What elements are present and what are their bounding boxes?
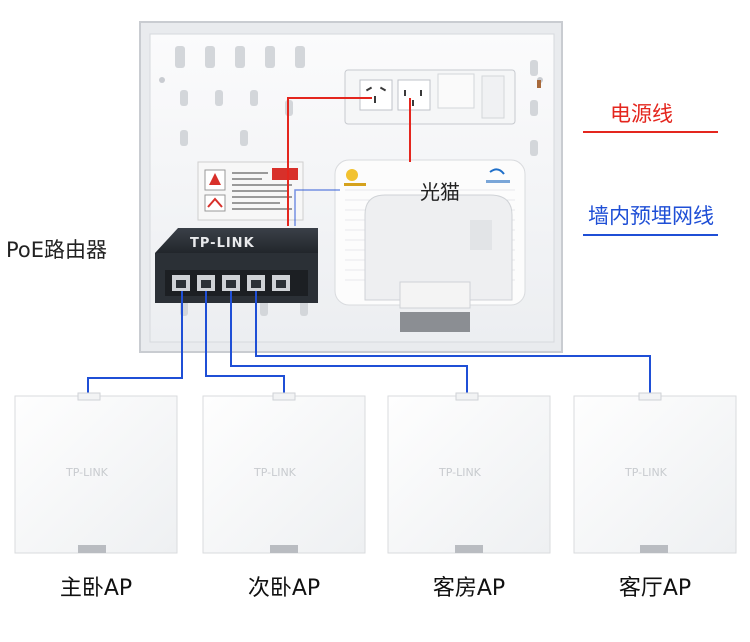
ap-panel-3 [387,392,551,554]
legend-network-label: 墙内预埋网线 [588,204,714,228]
router-brand: TP-LINK [190,236,255,251]
ap-label-1: 主卧AP [59,576,133,601]
ap-brand-2: TP-LINK [254,466,296,479]
power-cable-router [287,97,372,226]
ap-label-4: 客厅AP [618,576,692,601]
ap-panel-2 [202,392,366,554]
ap-label-3: 客房AP [432,576,506,601]
optical-modem-label: 光猫 [420,180,460,204]
distribution-box [139,21,563,353]
warning-sticker [197,161,304,221]
legend-power-label: 电源线 [610,102,673,126]
ap-brand-1: TP-LINK [66,466,108,479]
poe-router-label: PoE路由器 [6,238,108,262]
poe-router-device [155,228,318,303]
ap-label-2: 次卧AP [247,576,321,601]
ap-panel-1 [14,392,178,554]
ap-brand-4: TP-LINK [625,466,667,479]
ap-brand-3: TP-LINK [439,466,481,479]
ap-panel-4 [573,392,737,554]
legend-network-line [583,234,718,236]
network-cables [87,291,651,396]
power-socket [344,69,516,125]
legend-power-line [583,131,718,133]
optical-modem [334,159,526,332]
uplink-cable [294,189,340,226]
